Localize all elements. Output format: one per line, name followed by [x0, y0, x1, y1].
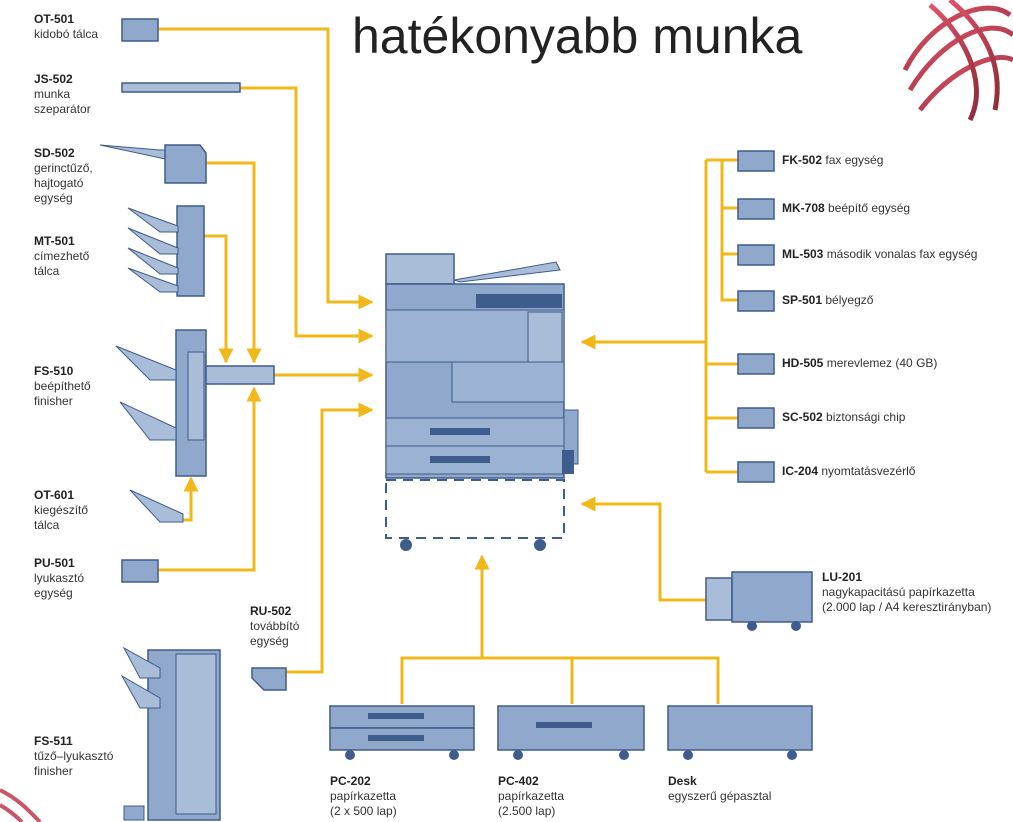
ot-501-icon	[121, 18, 159, 42]
pc-202-icon	[329, 705, 475, 760]
pu-501-icon	[121, 559, 159, 583]
main-copier	[385, 253, 579, 479]
desk-icon	[667, 705, 813, 760]
label-sp-501: SP-501 bélyegző	[782, 293, 874, 307]
label-ml-503: ML-503 második vonalas fax egység	[782, 247, 978, 261]
mt-501-icon	[127, 205, 205, 297]
lu-201-icon	[705, 571, 813, 631]
label-sc-502: SC-502 biztonsági chip	[782, 410, 906, 424]
label-ic-204: IC-204 nyomtatásvezérlő	[782, 464, 916, 478]
ot-601-icon	[129, 489, 184, 523]
sd-502-icon	[99, 144, 207, 184]
label-hd-505: HD-505 merevlemez (40 GB)	[782, 356, 938, 370]
optional-stand-outline	[385, 479, 565, 551]
fs-510-icon	[115, 329, 275, 477]
js-502-icon	[121, 82, 241, 93]
pc-402-icon	[497, 705, 645, 760]
connector-lines	[158, 27, 738, 704]
fs-511-icon	[120, 646, 221, 821]
decorative-swirl-bottom	[0, 788, 42, 822]
ru-502-icon	[251, 667, 287, 691]
decorative-swirl-top	[902, 0, 1013, 122]
label-mk-708: MK-708 beépítő egység	[782, 201, 911, 215]
label-fk-502: FK-502 fax egység	[782, 153, 884, 167]
right-device-icons	[737, 150, 775, 483]
page-title: hatékonyabb munka	[352, 8, 803, 64]
